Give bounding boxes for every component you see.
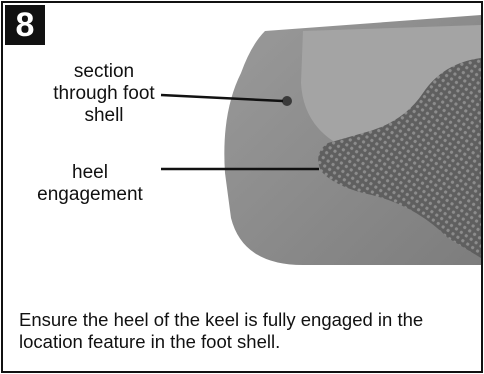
instruction-text: Ensure the heel of the keel is fully eng… [19,309,469,353]
callout-text: section [39,61,169,83]
callout-text: engagement [25,184,155,206]
step-number-badge: 8 [5,5,45,45]
callout-text: shell [39,105,169,127]
section-dot [282,96,292,106]
callout-text: through foot [39,83,169,105]
callout-text: heel [25,162,155,184]
callout-heel-engagement: heel engagement [25,162,155,206]
foot-shell-photo [3,3,481,293]
callout-section-through-foot-shell: section through foot shell [39,61,169,127]
